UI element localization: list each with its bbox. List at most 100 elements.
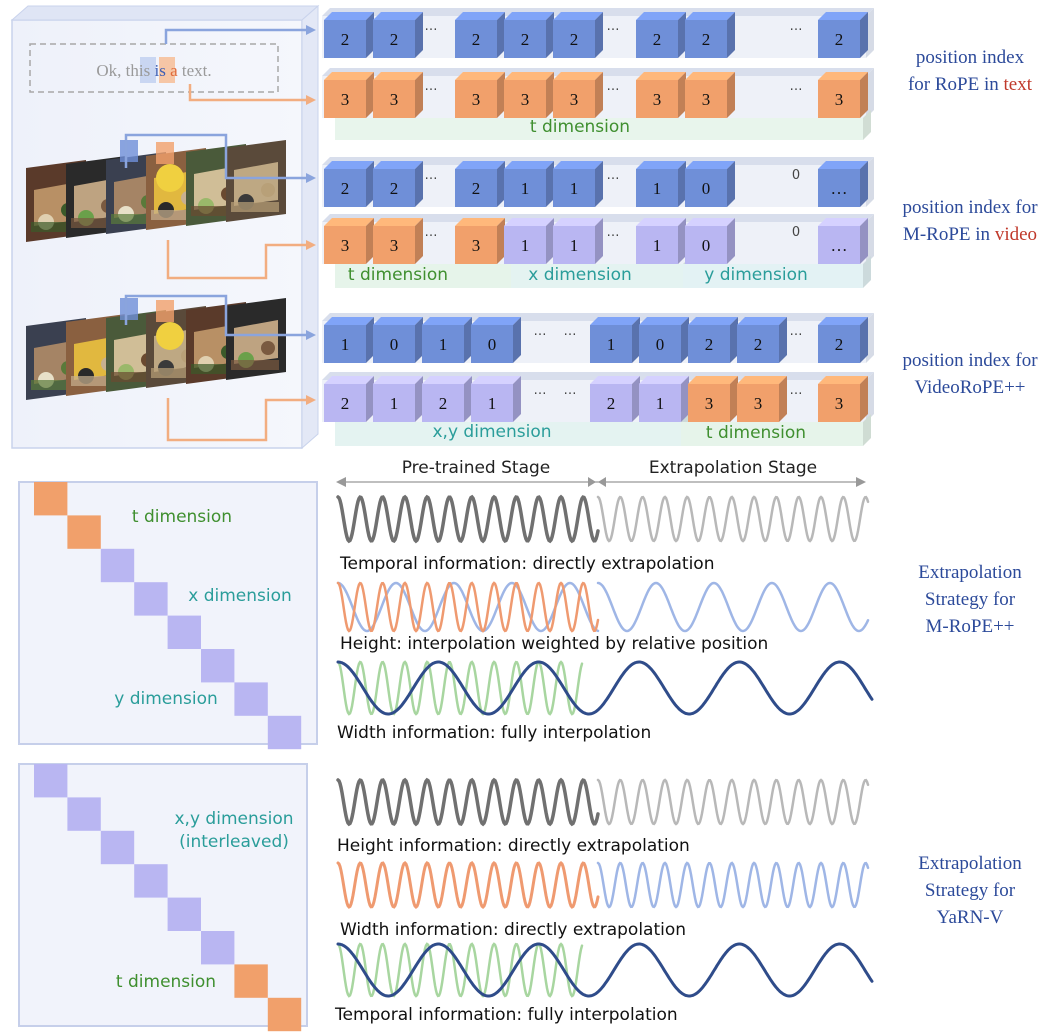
matrix-cell [234,682,268,716]
stage-header: Pre-trained Stage Extrapolation Stage [336,458,866,487]
position-cube: 2 [324,12,374,58]
cube-index: 2 [472,179,481,198]
position-cube: 0 [373,317,423,363]
matrix-cell [67,797,101,831]
yarnv-matrix: x,y dimension (interleaved) t dimension [18,763,308,1032]
position-cube: 2 [373,12,423,58]
ellipsis: … [564,383,577,398]
position-cube: 3 [373,72,423,118]
dimension-band [335,414,689,446]
videorope-label-line2: VideoRoPE++ [914,377,1026,398]
ellipsis: … [790,19,803,34]
ellipsis: … [790,383,803,398]
cube-index: 2 [835,335,844,354]
position-cube: 2 [422,376,472,422]
wave-line [336,942,874,998]
fruit-shape [156,322,184,350]
cube-index: 1 [341,335,350,354]
svg-text:Ok, this is a text.: Ok, this is a text. [96,61,211,80]
cube-index: 1 [390,394,399,413]
wave-line [596,581,870,633]
position-cube: 1 [471,376,521,422]
position-cube: 2 [324,376,374,422]
cube-index: 2 [341,179,350,198]
matrix-cell [34,482,68,516]
cube-index: 2 [390,30,399,49]
cube-index: … [831,179,848,198]
cube-index: 1 [570,179,579,198]
caption-yarnv-temporal: Temporal information: fully interpolatio… [334,1005,678,1025]
position-cube: 1 [553,218,603,264]
ellipsis: … [607,168,620,183]
position-cube: 3 [737,376,787,422]
cube-index: 2 [705,335,714,354]
position-cube: 1 [636,218,686,264]
matrix-cell [100,830,135,865]
cube-index: 3 [390,90,399,109]
highlight-patch [120,140,138,162]
cube-index: 0 [702,179,711,198]
position-cube: 1 [590,317,640,363]
position-cube: 0 [639,317,689,363]
yarnv-strategy-line1: Extrapolation [918,853,1022,874]
cube-index: 3 [521,90,530,109]
caption-mropepp-temporal: Temporal information: directly extrapola… [339,554,714,574]
ellipsis: … [425,225,438,240]
cube-index: 2 [439,394,448,413]
cube-index: 0 [390,335,399,354]
wave-line [336,660,874,716]
matrix2-t-label: t dimension [116,972,216,992]
mropepp-strategy-line2: Strategy for [924,589,1016,610]
mrope-label-line1: position index for [902,197,1038,218]
videorope-label-line1: position index for [902,350,1038,371]
yarnv-strategy-line3: YaRN-V [936,907,1004,928]
ellipsis: … [790,324,803,339]
position-cube: 2 [504,12,554,58]
rope-label-line2: for RoPE in [907,74,1004,95]
mrope-label-line2: M-RoPE in [902,224,995,245]
ellipsis: 0 [792,168,800,183]
matrix1-x-label: x dimension [188,586,292,606]
matrix-cell [34,764,68,798]
position-cube: 2 [685,12,735,58]
wave-line [336,860,600,910]
cube-index: 3 [341,90,350,109]
rope-label-highlight: text [1003,74,1033,95]
highlight-patch [156,142,174,164]
matrix-cell [267,997,302,1032]
connector-arrows [124,25,316,442]
position-cube: 2 [818,12,868,58]
cube-index: 1 [656,394,665,413]
mropepp-strategy-label: Extrapolation Strategy for M-RoPE++ [884,559,1056,640]
cube-index: 3 [653,90,662,109]
cube-index: 2 [341,394,350,413]
cube-index: 1 [653,179,662,198]
position-cube: 3 [324,72,374,118]
matrix-cell [267,715,302,750]
position-cube: 1 [422,317,472,363]
ellipsis: … [607,225,620,240]
cube-index: 1 [653,236,662,255]
position-cube: 2 [455,12,505,58]
cube-index: 2 [835,30,844,49]
cube-index: 3 [702,90,711,109]
cube-index: 2 [702,30,711,49]
matrix-cell [201,931,235,965]
position-cube: … [818,218,868,264]
position-cube: 3 [688,376,738,422]
text-example-box: Ok, this is a text. [29,43,279,93]
position-cube: … [818,161,868,207]
matrix-cell [134,582,168,616]
cube-index: 2 [607,394,616,413]
mrope-band-t: t dimension [348,265,448,285]
matrix1-t-label: t dimension [132,507,232,527]
ellipsis: … [607,19,620,34]
highlight-patch [156,300,174,322]
position-cube: 0 [685,218,735,264]
wave-line [336,942,584,998]
matrix-cell [67,515,101,549]
position-cube: 2 [373,161,423,207]
position-cube: 2 [553,12,603,58]
video-frame [226,140,286,222]
text-after: text. [178,61,212,80]
